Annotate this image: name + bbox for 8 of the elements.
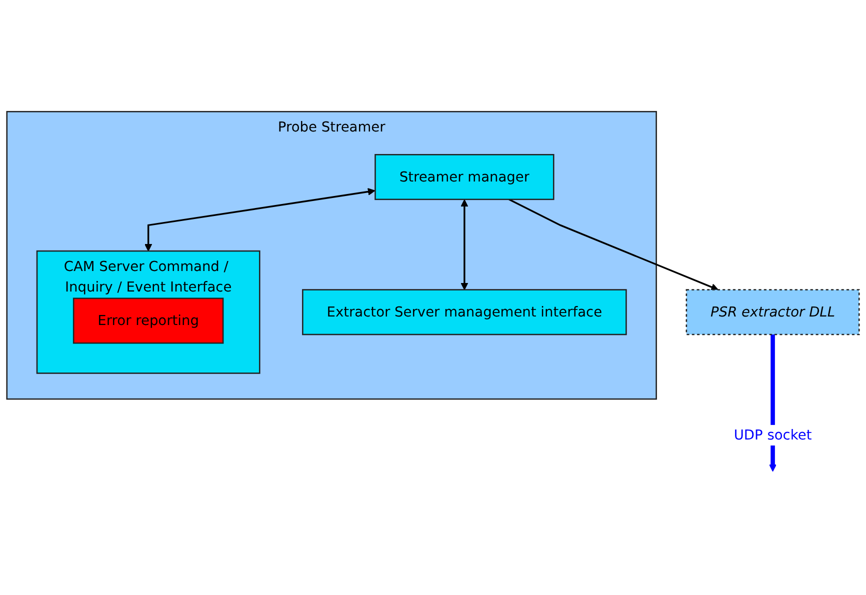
node-box: PSR extractor DLL	[686, 289, 860, 336]
arrow	[508, 198, 718, 291]
node-box: Extractor Server management interface	[302, 289, 627, 336]
arrow	[460, 199, 468, 290]
arrow	[144, 188, 376, 252]
edge-label: UDP socket	[734, 426, 812, 443]
node-box: Error reporting	[72, 298, 224, 344]
node-box: Streamer manager	[374, 154, 554, 200]
